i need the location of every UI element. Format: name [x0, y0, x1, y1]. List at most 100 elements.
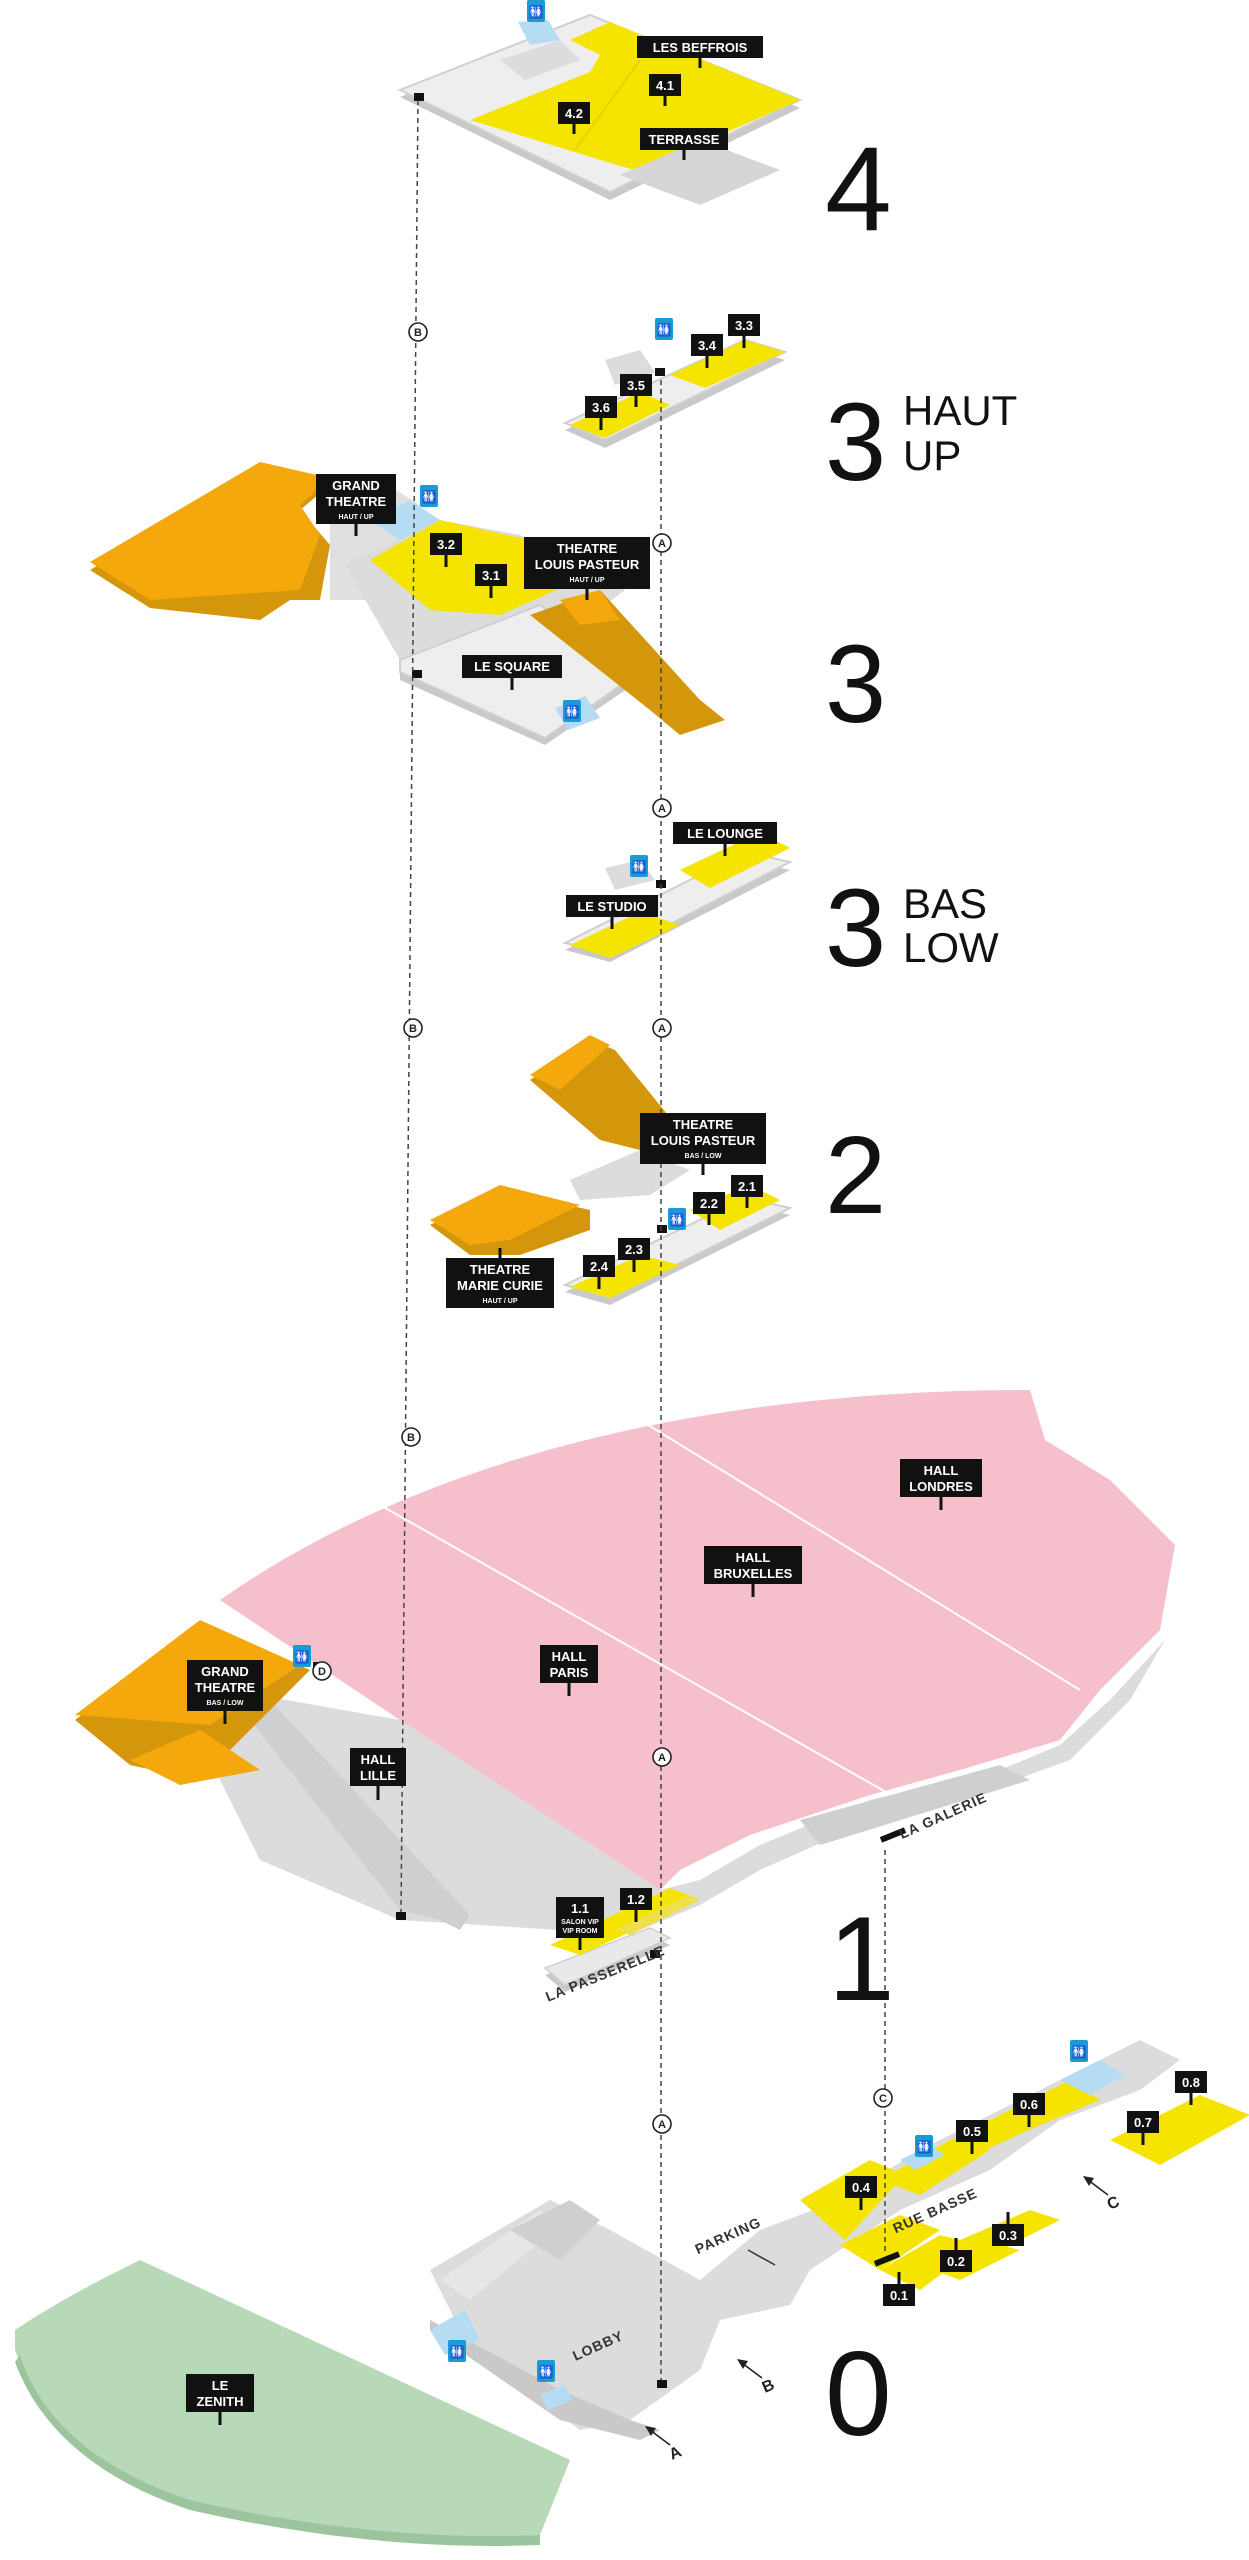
- restroom-icon: 🚻: [668, 1208, 686, 1230]
- svg-text:🚻: 🚻: [422, 490, 437, 504]
- restroom-icon: 🚻: [915, 2135, 933, 2157]
- level-0-floor: [15, 2040, 1249, 2546]
- level-number: 3: [825, 381, 886, 504]
- label-room-3-2: 3.2: [430, 533, 462, 567]
- svg-text:🚻: 🚻: [539, 2365, 554, 2379]
- restroom-icon: 🚻: [448, 2340, 466, 2362]
- svg-text:🚻: 🚻: [670, 1213, 685, 1227]
- svg-text:3.4: 3.4: [698, 338, 717, 353]
- svg-text:4.2: 4.2: [565, 106, 583, 121]
- parking-arrow: [747, 2249, 776, 2266]
- label-room-0-5: 0.5: [956, 2120, 988, 2154]
- label-terrasse: TERRASSE: [640, 128, 728, 160]
- label-room-4-1: 4.1: [649, 74, 681, 106]
- svg-text:2.3: 2.3: [625, 1242, 643, 1257]
- label-room-3-4: 3.4: [691, 334, 723, 368]
- svg-text:HALL: HALL: [924, 1463, 959, 1478]
- level-number: 3: [825, 623, 886, 746]
- level-3-low-floor: [562, 832, 793, 962]
- svg-text:🚻: 🚻: [295, 1650, 310, 1664]
- svg-text:2.2: 2.2: [700, 1196, 718, 1211]
- marker-d: D: [312, 1661, 332, 1681]
- svg-text:0.7: 0.7: [1134, 2115, 1152, 2130]
- svg-text:LONDRES: LONDRES: [909, 1479, 973, 1494]
- svg-text:1.2: 1.2: [627, 1892, 645, 1907]
- svg-text:0.4: 0.4: [852, 2180, 871, 2195]
- marker-a: A: [652, 533, 672, 553]
- restroom-icon: 🚻: [1070, 2040, 1088, 2062]
- svg-text:MARIE CURIE: MARIE CURIE: [457, 1278, 543, 1293]
- level-3-up-floor: [562, 338, 788, 448]
- svg-text:A: A: [658, 1752, 666, 1764]
- svg-text:THEATRE: THEATRE: [470, 1262, 531, 1277]
- entrance-b: B: [737, 2359, 777, 2397]
- marker-a: A: [652, 1018, 672, 1038]
- label-le-square: LE SQUARE: [462, 655, 562, 690]
- label-le-studio: LE STUDIO: [566, 895, 658, 929]
- marker-a: A: [652, 798, 672, 818]
- label-room-0-8: 0.8: [1175, 2071, 1207, 2105]
- marker-b: B: [401, 1427, 421, 1447]
- label-room-3-6: 3.6: [585, 396, 617, 430]
- svg-text:VIP ROOM: VIP ROOM: [563, 1928, 598, 1935]
- svg-text:🚻: 🚻: [565, 705, 580, 719]
- svg-text:0.2: 0.2: [947, 2254, 965, 2269]
- marker-b: B: [403, 1018, 423, 1038]
- marker-a: A: [652, 2114, 672, 2134]
- svg-text:🚻: 🚻: [917, 2140, 932, 2154]
- level-sub-fr: BAS: [903, 880, 987, 927]
- svg-text:B: B: [407, 1432, 415, 1444]
- entrance-c: C: [1083, 2176, 1123, 2214]
- label-room-2-3: 2.3: [618, 1238, 650, 1272]
- vertical-connectors: [400, 99, 886, 2380]
- label-le-lounge: LE LOUNGE: [673, 822, 777, 856]
- svg-text:A: A: [658, 2119, 666, 2131]
- svg-text:HALL: HALL: [552, 1649, 587, 1664]
- svg-text:HALL: HALL: [361, 1752, 396, 1767]
- label-room-2-1: 2.1: [731, 1175, 763, 1208]
- restroom-icon: 🚻: [563, 700, 581, 722]
- svg-text:C: C: [1105, 2193, 1123, 2213]
- marker-a: A: [652, 1747, 672, 1767]
- svg-text:BAS / LOW: BAS / LOW: [207, 1700, 244, 1707]
- svg-text:2.4: 2.4: [590, 1259, 609, 1274]
- svg-text:SALON VIP: SALON VIP: [561, 1919, 599, 1926]
- svg-text:HAUT / UP: HAUT / UP: [483, 1298, 518, 1305]
- label-room-0-6: 0.6: [1013, 2093, 1045, 2127]
- svg-text:🚻: 🚻: [632, 860, 647, 874]
- svg-text:🚻: 🚻: [529, 5, 544, 19]
- svg-text:HAUT / UP: HAUT / UP: [339, 514, 374, 521]
- label-room-3-1: 3.1: [475, 564, 507, 598]
- svg-text:B: B: [409, 1023, 417, 1035]
- svg-text:A: A: [658, 538, 666, 550]
- svg-text:2.1: 2.1: [738, 1179, 756, 1194]
- label-room-0-7: 0.7: [1127, 2111, 1159, 2145]
- svg-text:LE: LE: [212, 2378, 229, 2393]
- svg-text:LILLE: LILLE: [360, 1768, 396, 1783]
- label-les-beffrois: LES BEFFROIS: [637, 36, 763, 68]
- svg-text:LOUIS PASTEUR: LOUIS PASTEUR: [535, 557, 640, 572]
- label-room-0-3: 0.3: [992, 2212, 1024, 2246]
- label-room-2-2: 2.2: [693, 1192, 725, 1225]
- level-1-floor: [75, 1390, 1175, 1992]
- svg-text:3.5: 3.5: [627, 378, 645, 393]
- svg-text:THEATRE: THEATRE: [557, 541, 618, 556]
- level-3-floor: [90, 462, 725, 745]
- restroom-icon: 🚻: [527, 0, 545, 22]
- svg-text:B: B: [414, 327, 422, 339]
- svg-text:3.2: 3.2: [437, 537, 455, 552]
- restroom-icon: 🚻: [655, 318, 673, 340]
- label-room-3-5: 3.5: [620, 374, 652, 407]
- svg-text:0.1: 0.1: [890, 2288, 908, 2303]
- svg-text:THEATRE: THEATRE: [195, 1680, 256, 1695]
- level-number: 2: [825, 1114, 886, 1237]
- svg-text:0.5: 0.5: [963, 2124, 981, 2139]
- svg-text:LOUIS PASTEUR: LOUIS PASTEUR: [651, 1133, 756, 1148]
